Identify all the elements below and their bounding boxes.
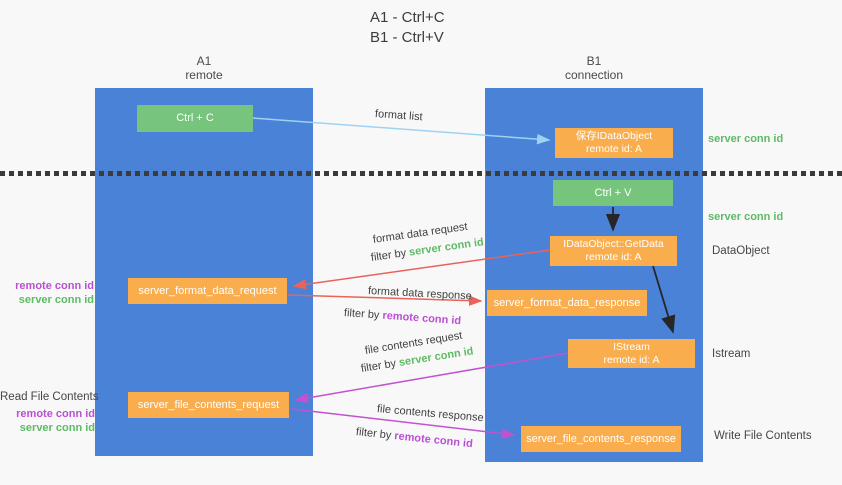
node-server-format-data-request: server_format_data_request xyxy=(128,278,287,304)
node-server-file-contents-request: server_file_contents_request xyxy=(128,392,289,418)
node-server-format-data-response: server_format_data_response xyxy=(487,290,647,316)
title-line-2: B1 - Ctrl+V xyxy=(370,29,444,46)
left-conn-id-block-2: remote conn id server conn id xyxy=(0,407,95,435)
label-server-conn-id-1: server conn id xyxy=(18,294,94,306)
label-read-file-contents: Read File Contents xyxy=(0,391,99,403)
node-server-file-contents-response-label: server_file_contents_response xyxy=(526,432,676,445)
node-getdata-line2: remote id: A xyxy=(585,251,642,263)
label-write-file-contents: Write File Contents xyxy=(714,430,812,442)
title-line-1: A1 - Ctrl+C xyxy=(370,9,445,26)
node-getdata-line1: IDataObject::GetData xyxy=(563,238,664,250)
node-istream-line1: IStream xyxy=(613,340,650,353)
arrow-getdata-to-istream xyxy=(652,265,676,334)
node-ctrl-c-label: Ctrl + C xyxy=(176,112,214,124)
node-server-file-contents-request-label: server_file_contents_request xyxy=(137,398,280,411)
lane-header-b1: B1 connection xyxy=(485,54,703,82)
node-server-format-data-response-label: server_format_data_response xyxy=(493,296,641,309)
node-save-dataobject: 保存IDataObject remote id: A xyxy=(555,128,673,158)
arrow-format-list xyxy=(252,117,551,145)
label-server-conn-id-mid: server conn id xyxy=(708,211,784,223)
label-server-conn-id-top: server conn id xyxy=(708,133,784,145)
lane-a1-name: A1 xyxy=(196,54,212,68)
lane-header-a1: A1 remote xyxy=(95,54,313,82)
arrow-format-data-response xyxy=(287,294,483,306)
node-server-file-contents-response: server_file_contents_response xyxy=(521,426,681,452)
node-istream: IStream remote id: A xyxy=(568,339,695,368)
arrow-file-contents-response xyxy=(291,408,516,439)
arrow-format-data-request xyxy=(292,249,551,290)
node-server-format-data-request-label: server_format_data_request xyxy=(138,284,277,297)
node-ctrl-v: Ctrl + V xyxy=(553,180,673,206)
arrow-file-contents-request xyxy=(294,352,569,404)
node-save-dataobject-line2: remote id: A xyxy=(585,143,643,155)
diagram-title: A1 - Ctrl+C B1 - Ctrl+V xyxy=(370,8,445,48)
node-istream-line2: remote id: A xyxy=(603,353,660,366)
node-ctrl-v-label: Ctrl + V xyxy=(594,186,632,199)
lane-b1-name: B1 xyxy=(586,54,602,68)
lane-b1-subtitle: connection xyxy=(564,68,624,82)
label-istream: Istream xyxy=(712,348,751,360)
node-getdata: IDataObject::GetData remote id: A xyxy=(550,236,677,266)
node-save-dataobject-line1: 保存IDataObject xyxy=(575,130,653,142)
label-remote-conn-id-2: remote conn id xyxy=(16,408,95,420)
label-server-conn-id-2: server conn id xyxy=(19,422,95,434)
node-ctrl-c: Ctrl + C xyxy=(137,105,253,132)
left-conn-id-block-1: remote conn id server conn id xyxy=(0,279,94,307)
session-divider-line xyxy=(0,171,842,176)
label-dataobject: DataObject xyxy=(712,245,770,257)
lane-a1-subtitle: remote xyxy=(185,68,223,82)
label-remote-conn-id-1: remote conn id xyxy=(15,280,94,292)
